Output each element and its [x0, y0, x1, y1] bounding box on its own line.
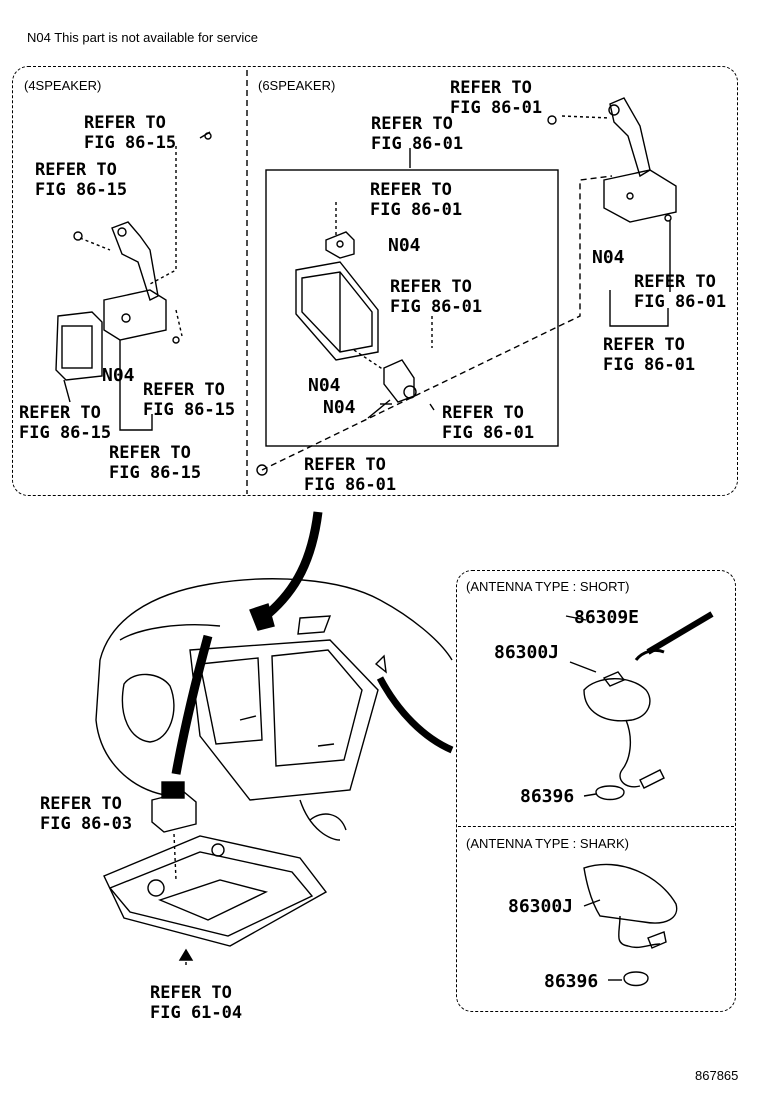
- n04-6sp-top: N04: [388, 235, 421, 256]
- part-86309E: 86309E: [574, 607, 640, 628]
- six-speaker-bracket-bottom: [383, 359, 417, 403]
- car-body: [95, 578, 453, 841]
- antenna-divider: [458, 826, 734, 827]
- part-86300J-short: 86300J: [494, 642, 560, 663]
- part-86396-short: 86396: [520, 786, 575, 807]
- top-panel-frame: [12, 66, 738, 496]
- short-antenna-rod: [634, 611, 714, 661]
- n04-6sp-low: N04: [323, 397, 356, 418]
- catalog-number: 867865: [695, 1068, 739, 1083]
- four-speaker-amplifier: [55, 311, 103, 381]
- part-86396-shark: 86396: [544, 971, 599, 992]
- service-note: N04 This part is not available for servi…: [27, 30, 258, 45]
- four-speaker-title: (4SPEAKER): [24, 78, 102, 93]
- four-speaker-bracket: [103, 221, 167, 341]
- short-antenna-base: [583, 671, 665, 801]
- n04-4sp: N04: [102, 365, 135, 386]
- overhead-console: [103, 835, 328, 947]
- six-speaker-subframe: [265, 169, 559, 447]
- map-lamp-switch: [151, 781, 197, 833]
- six-speaker-bracket-top: [325, 231, 355, 259]
- antenna-panel-frame: [456, 570, 736, 1012]
- antenna-short-title: (ANTENNA TYPE : SHORT): [466, 579, 630, 594]
- antenna-shark-title: (ANTENNA TYPE : SHARK): [466, 836, 630, 851]
- six-speaker-amplifier: [295, 261, 379, 361]
- n04-6sp-mid: N04: [308, 375, 341, 396]
- six-speaker-title: (6SPEAKER): [258, 78, 336, 93]
- part-86300J-shark: 86300J: [508, 896, 574, 917]
- six-speaker-right-bracket: [603, 97, 677, 223]
- n04-6sp-right: N04: [592, 247, 625, 268]
- shark-antenna: [583, 863, 678, 987]
